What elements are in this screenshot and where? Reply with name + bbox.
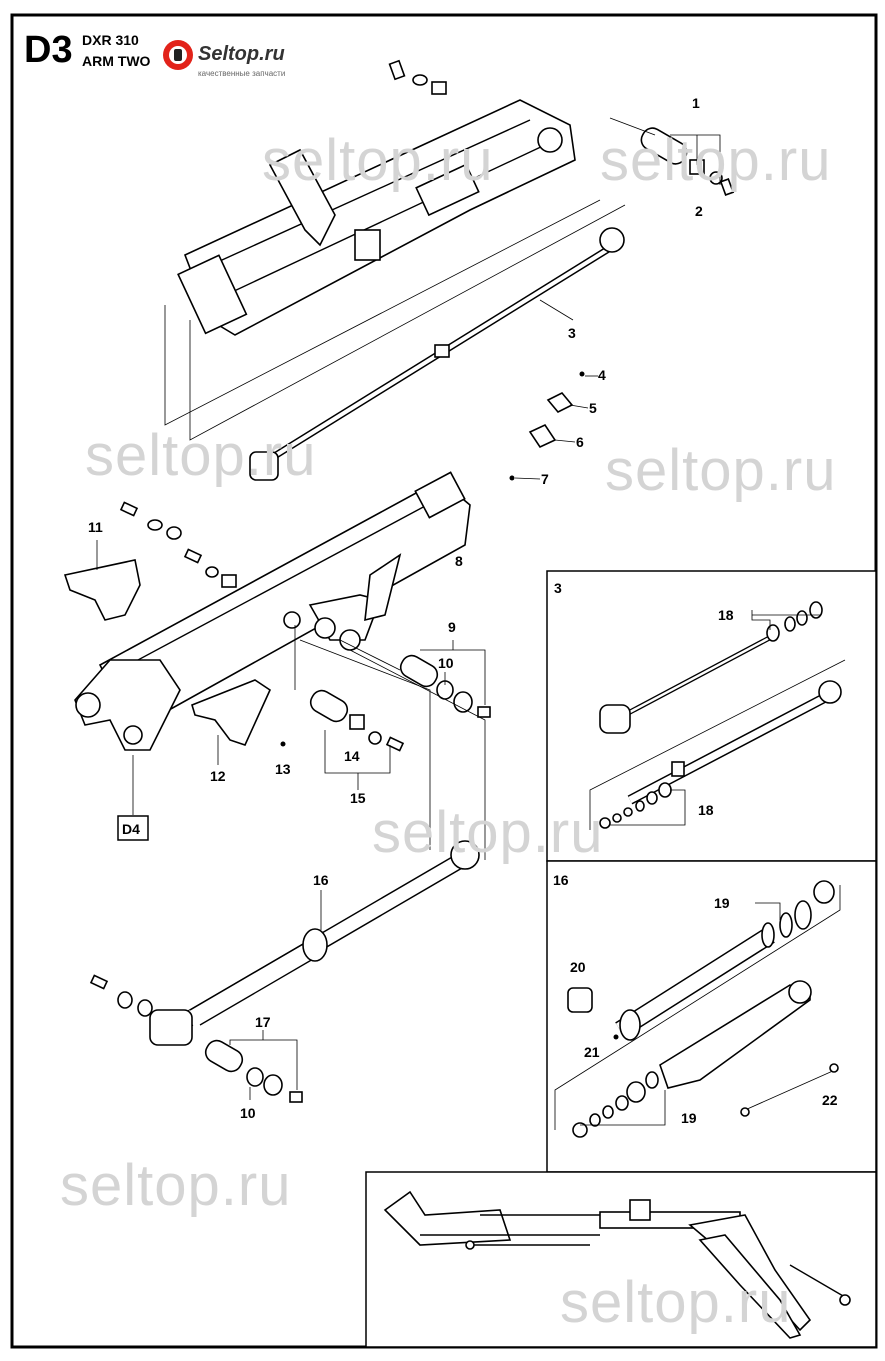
callout-10: 10 — [438, 655, 454, 671]
cylinder-part-3 — [164, 199, 626, 481]
watermark: seltop.ru — [600, 128, 831, 193]
watermarks: seltop.ru seltop.ru seltop.ru seltop.ru … — [60, 128, 836, 1335]
callout-2: 2 — [695, 203, 703, 219]
watermark: seltop.ru — [60, 1153, 291, 1218]
logo-brand: Seltop.ru — [198, 43, 285, 65]
section-code: D3 — [24, 29, 73, 71]
callout-4: 4 — [598, 367, 606, 383]
callout-19: 19 — [681, 1110, 697, 1126]
pin-set-14-15 — [294, 625, 405, 790]
reference-label-d4[interactable]: D4 — [122, 821, 140, 837]
callout-21: 21 — [584, 1044, 600, 1060]
callout-labels: 1 2 3 4 5 6 7 8 9 10 11 12 13 14 15 16 1… — [88, 95, 703, 1121]
callout-18: 18 — [698, 802, 714, 818]
watermark: seltop.ru — [262, 128, 493, 193]
watermark: seltop.ru — [85, 423, 316, 488]
pin-set-9-10 — [339, 639, 491, 718]
callout-12: 12 — [210, 768, 226, 784]
pin-set-17 — [89, 974, 303, 1103]
cylinder-part-16 — [149, 639, 486, 1046]
callout-13: 13 — [275, 761, 291, 777]
section-title: ARM TWO — [82, 53, 151, 69]
callout-20: 20 — [570, 959, 586, 975]
seltop-logo: Seltop.ru качественные запчасти — [163, 40, 285, 78]
callout-15: 15 — [350, 790, 366, 806]
inset-title-16: 16 — [553, 872, 569, 888]
logo-tagline: качественные запчасти — [198, 69, 285, 78]
callout-3: 3 — [568, 325, 576, 341]
inset-title-3: 3 — [554, 580, 562, 596]
watermark: seltop.ru — [605, 438, 836, 503]
callout-10: 10 — [240, 1105, 256, 1121]
callout-8: 8 — [455, 553, 463, 569]
watermark: seltop.ru — [372, 800, 603, 865]
inset-cylinder-3: 3 18 18 — [546, 570, 877, 862]
callout-17: 17 — [255, 1014, 271, 1030]
callout-16: 16 — [313, 872, 329, 888]
bolt-washer-set — [388, 59, 447, 95]
callout-5: 5 — [589, 400, 597, 416]
callout-14: 14 — [344, 748, 360, 764]
callout-6: 6 — [576, 434, 584, 450]
watermark: seltop.ru — [560, 1270, 791, 1335]
inset-cylinder-16: 16 19 20 21 22 19 — [546, 860, 877, 1173]
callout-11: 11 — [88, 519, 103, 535]
callout-1: 1 — [692, 95, 700, 111]
bracket-parts — [63, 501, 286, 765]
arm-body-part-8 — [74, 471, 471, 751]
callout-18: 18 — [718, 607, 734, 623]
upper-arm-part — [177, 99, 576, 336]
reference-box-d4[interactable] — [117, 815, 149, 841]
small-parts-4-7 — [509, 371, 598, 481]
callout-9: 9 — [448, 619, 456, 635]
pin-part-1 — [609, 117, 735, 196]
callout-19: 19 — [714, 895, 730, 911]
callout-7: 7 — [541, 471, 549, 487]
callout-22: 22 — [822, 1092, 838, 1108]
inset-machine-overview — [365, 1171, 877, 1348]
model-name: DXR 310 — [82, 32, 139, 48]
